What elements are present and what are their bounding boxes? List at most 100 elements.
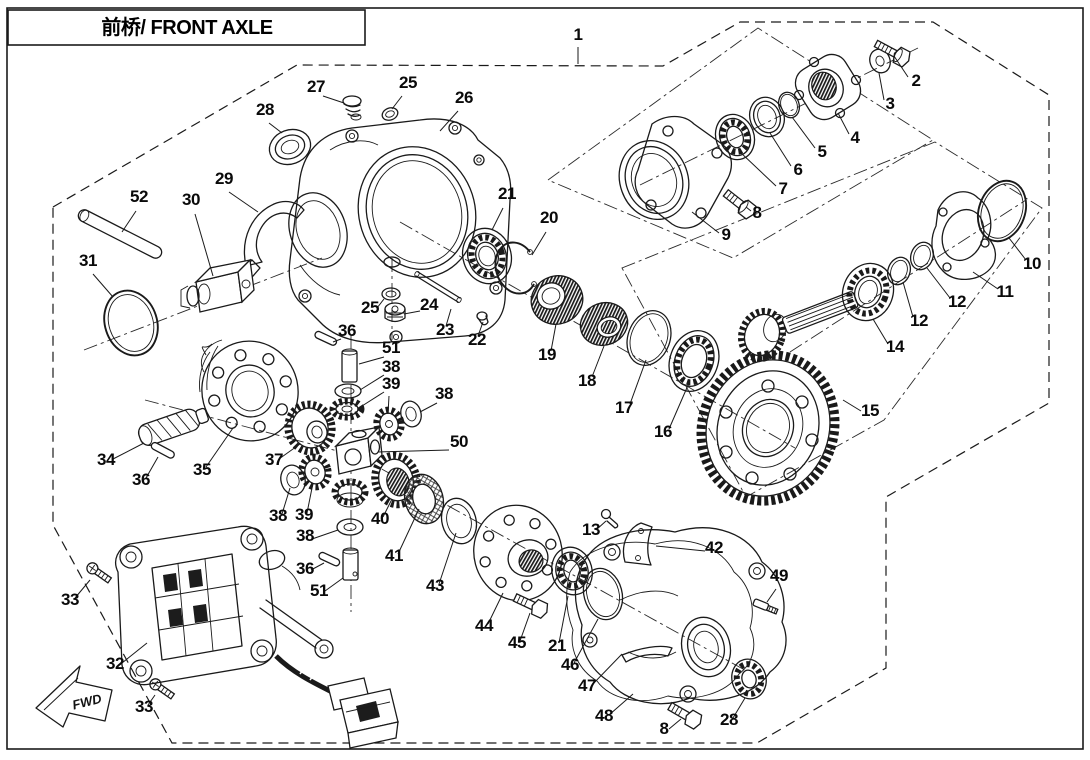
part-46-o-ring xyxy=(582,567,624,621)
leader-line-51 xyxy=(324,577,344,592)
leader-line-22 xyxy=(477,321,484,337)
leader-line-52 xyxy=(121,210,137,233)
part-44-hub-flange xyxy=(473,504,563,602)
part-38-washer-bottom xyxy=(336,518,364,536)
part-number-44: 44 xyxy=(475,616,494,635)
part-number-36: 36 xyxy=(338,321,356,340)
part-number-36: 36 xyxy=(296,559,314,578)
part-number-12: 12 xyxy=(948,292,966,311)
part-number-21: 21 xyxy=(548,636,566,655)
housing-bolt-ears xyxy=(298,121,503,344)
leader-line-51 xyxy=(358,356,385,365)
part-33-screw-lower xyxy=(149,678,176,700)
leader-line-27 xyxy=(322,95,345,104)
part-number-36: 36 xyxy=(132,470,150,489)
part-33-screw-upper xyxy=(86,562,113,584)
leader-line-26 xyxy=(439,110,459,132)
part-number-3: 3 xyxy=(886,94,895,113)
leader-line-38 xyxy=(311,529,339,540)
part-number-25: 25 xyxy=(361,298,379,317)
part-12-shim-b xyxy=(909,241,935,271)
part-number-labels: 1234567891011121213141516171819202122232… xyxy=(61,25,1041,738)
leader-line-21 xyxy=(558,595,569,644)
part-31-o-ring xyxy=(103,289,159,357)
part-39-pinion-gear-top xyxy=(329,397,365,421)
fwd-label: FWD xyxy=(71,691,104,713)
leader-line-8 xyxy=(668,718,682,730)
part-number-33: 33 xyxy=(135,697,153,716)
part-30-shift-block xyxy=(180,258,255,313)
part-6-oil-seal xyxy=(748,96,786,138)
part-43-ring xyxy=(440,497,478,545)
leader-line-4 xyxy=(837,112,850,135)
part-36-pin-top xyxy=(314,330,338,346)
part-number-38: 38 xyxy=(296,526,314,545)
part-number-48: 48 xyxy=(595,706,613,725)
part-number-25: 25 xyxy=(399,73,417,92)
leader-line-34 xyxy=(112,442,145,460)
leader-line-24 xyxy=(403,310,421,315)
part-number-18: 18 xyxy=(578,371,596,390)
part-13-screw xyxy=(600,508,619,529)
leader-line-39 xyxy=(387,395,390,415)
hub-kit-boundary xyxy=(547,27,934,259)
part-20-circlip xyxy=(494,241,537,295)
part-51-pin-bottom xyxy=(342,547,359,581)
part-11-gasket xyxy=(931,191,997,281)
part-number-6: 6 xyxy=(794,160,803,179)
leader-line-40 xyxy=(382,498,393,518)
part-4-drive-flange xyxy=(793,53,862,121)
part-36-pin-bottom xyxy=(318,551,341,567)
group-boundary xyxy=(52,21,1050,744)
part-35-diff-flange xyxy=(199,339,299,442)
leader-line-36 xyxy=(145,456,159,479)
ring-gear-holes xyxy=(719,379,819,485)
leader-line-29 xyxy=(228,191,259,213)
part-39-pinion-gear-right xyxy=(373,406,405,442)
leader-line-39 xyxy=(361,391,385,407)
leader-line-18 xyxy=(591,345,605,378)
leader-line-44 xyxy=(487,592,504,625)
part-number-20: 20 xyxy=(540,208,558,227)
part-number-45: 45 xyxy=(508,633,526,652)
leader-line-37 xyxy=(278,443,301,460)
part-number-38: 38 xyxy=(435,384,453,403)
leader-line-32 xyxy=(121,642,148,664)
leader-line-5 xyxy=(791,116,816,149)
part-number-39: 39 xyxy=(295,505,313,524)
part-number-19: 19 xyxy=(538,345,556,364)
part-number-40: 40 xyxy=(371,509,389,528)
part-5-snap-ring xyxy=(777,91,801,119)
part-number-16: 16 xyxy=(654,422,672,441)
part-number-27: 27 xyxy=(307,77,325,96)
part-10-o-ring xyxy=(976,179,1028,243)
part-49-breather-stud xyxy=(752,598,779,615)
part-28-oil-seal-top xyxy=(268,128,312,166)
part-number-42: 42 xyxy=(705,538,723,557)
page-border xyxy=(6,7,1084,750)
part-number-50: 50 xyxy=(450,432,468,451)
leader-line-38 xyxy=(359,374,385,391)
part-number-14: 14 xyxy=(886,337,905,356)
leader-line-48 xyxy=(608,693,634,716)
part-number-23: 23 xyxy=(436,320,454,339)
leader-line-10 xyxy=(1008,237,1027,261)
part-27-spring-plug xyxy=(342,95,362,121)
part-number-28: 28 xyxy=(256,100,274,119)
leader-line-16 xyxy=(668,382,690,430)
leader-line-25 xyxy=(391,95,403,110)
part-number-51: 51 xyxy=(310,581,328,600)
leader-line-21 xyxy=(491,207,504,231)
part-number-39: 39 xyxy=(382,374,400,393)
leader-line-30 xyxy=(194,213,214,277)
part-9-hub-housing xyxy=(618,115,733,229)
leader-line-8 xyxy=(745,206,752,212)
part-51-pin-top xyxy=(341,348,358,383)
leader-line-41 xyxy=(397,508,420,555)
leader-line-28 xyxy=(268,122,283,134)
leader-line-42 xyxy=(655,545,706,552)
leader-line-9 xyxy=(691,211,720,234)
leader-line-47 xyxy=(591,653,623,686)
part-number-30: 30 xyxy=(182,190,200,209)
